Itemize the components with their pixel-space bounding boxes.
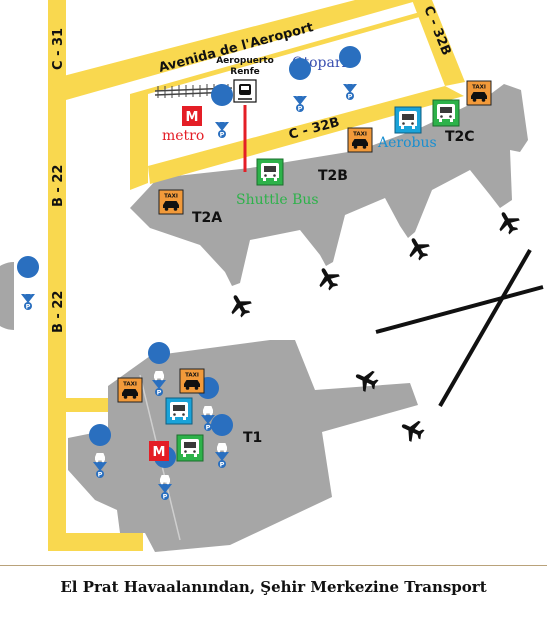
shuttle-bus-icon [256,158,284,186]
map-canvas: P TAXI [0,0,544,552]
road-label-b22-lower: B - 22 [51,291,66,333]
parking-icon [339,45,362,101]
shuttle-bus-icon [176,434,204,462]
station-label-line1: Aeropuerto [216,56,274,66]
parking-icon [289,57,312,113]
airplane-icon [492,206,524,238]
aerobus-label: Aerobus [377,135,437,151]
caption-divider [0,565,547,566]
svg-text:M: M [186,110,199,125]
taxi-icon [158,189,184,215]
metro-icon: M [149,441,169,461]
road-label-c31: C - 31 [51,28,66,70]
airport-map: P TAXI [0,0,544,552]
runways [375,249,544,407]
terminal-label-t2b: T2B [318,168,348,184]
terminal-label-t1: T1 [243,430,262,446]
taxi-icon [179,368,205,394]
airplane-icon [402,232,434,264]
taxi-icon [466,80,492,106]
shuttle-bus-label: Shuttle Bus [236,192,319,208]
renfe-station-icon [233,79,257,103]
shuttle-bus-icon [432,99,460,127]
parking-area-left [0,262,14,330]
terminal-t1-building [68,340,418,552]
aerobus-icon [394,106,422,134]
map-caption: El Prat Havaalanından, Şehir Merkezine T… [60,578,487,596]
metro-label: metro [162,128,204,144]
airplane-icon [312,262,344,294]
station-label-line2: Renfe [230,67,259,77]
road-label-b22-upper: B - 22 [51,165,66,207]
metro-icon: M [182,106,202,126]
road-network [48,0,465,551]
terminal-label-t2a: T2A [192,210,222,226]
road-label-c32b-inner: C - 32B [287,115,341,143]
parking-icon [211,84,234,139]
terminal-t2-building [130,84,528,286]
parking-icon [17,256,40,311]
taxi-icon [117,377,143,403]
airplane-icon [397,415,428,445]
aerobus-icon [165,397,193,425]
svg-text:M: M [153,445,166,460]
taxi-icon [347,127,373,153]
airplane-icon [224,289,256,321]
terminal-label-t2c: T2C [445,129,475,145]
